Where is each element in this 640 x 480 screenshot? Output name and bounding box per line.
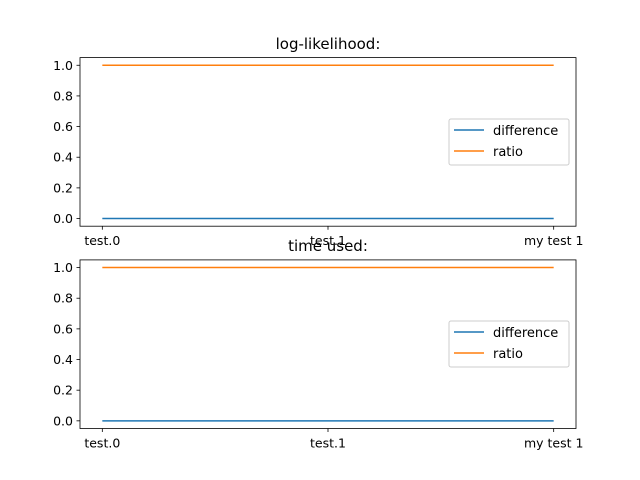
y-tick-label: 0.8 xyxy=(53,88,73,103)
y-tick-label: 1.0 xyxy=(53,58,73,73)
y-tick-label: 0.2 xyxy=(53,383,73,398)
chart-title: time used: xyxy=(288,237,368,255)
y-tick-label: 0.8 xyxy=(53,291,73,306)
y-tick-label: 0.4 xyxy=(53,352,73,367)
x-axis: test.0 test.1 my test 1 xyxy=(84,428,583,451)
x-tick-label: test.0 xyxy=(84,436,120,451)
x-tick-label: test.1 xyxy=(310,233,346,248)
x-tick-label: my test 1 xyxy=(524,233,583,248)
subplot-log-likelihood: log-likelihood: 0.0 0.2 0.4 0.6 0.8 1.0 test.… xyxy=(53,35,583,248)
series-group xyxy=(102,64,554,220)
subplot-time-used: 0.0 0.2 0.4 0.6 0.8 1.0 test.0 test.1 my test 1… xyxy=(53,237,583,451)
x-tick-label: test.1 xyxy=(310,436,346,451)
y-axis: 0.0 0.2 0.4 0.6 0.8 1.0 xyxy=(53,58,80,226)
series-group xyxy=(102,266,554,422)
legend-label-difference: difference xyxy=(493,124,558,139)
y-tick-label: 0.6 xyxy=(53,321,73,336)
x-axis: test.0 test.1 my test 1 xyxy=(84,226,583,248)
legend-label-difference: difference xyxy=(493,326,558,341)
x-tick-label: test.0 xyxy=(84,233,120,248)
y-tick-label: 0.0 xyxy=(53,413,73,428)
legend-label-ratio: ratio xyxy=(493,145,523,160)
y-axis: 0.0 0.2 0.4 0.6 0.8 1.0 xyxy=(53,260,80,428)
legend: difference ratio xyxy=(448,118,570,166)
y-tick-label: 0.6 xyxy=(53,119,73,134)
legend: difference ratio xyxy=(448,320,570,368)
y-tick-label: 0.2 xyxy=(53,180,73,195)
x-tick-label: my test 1 xyxy=(524,436,583,451)
legend-label-ratio: ratio xyxy=(493,347,523,362)
y-tick-label: 1.0 xyxy=(53,260,73,275)
y-tick-label: 0.4 xyxy=(53,150,73,165)
y-tick-label: 0.0 xyxy=(53,211,73,226)
chart-title: log-likelihood: xyxy=(276,35,381,53)
